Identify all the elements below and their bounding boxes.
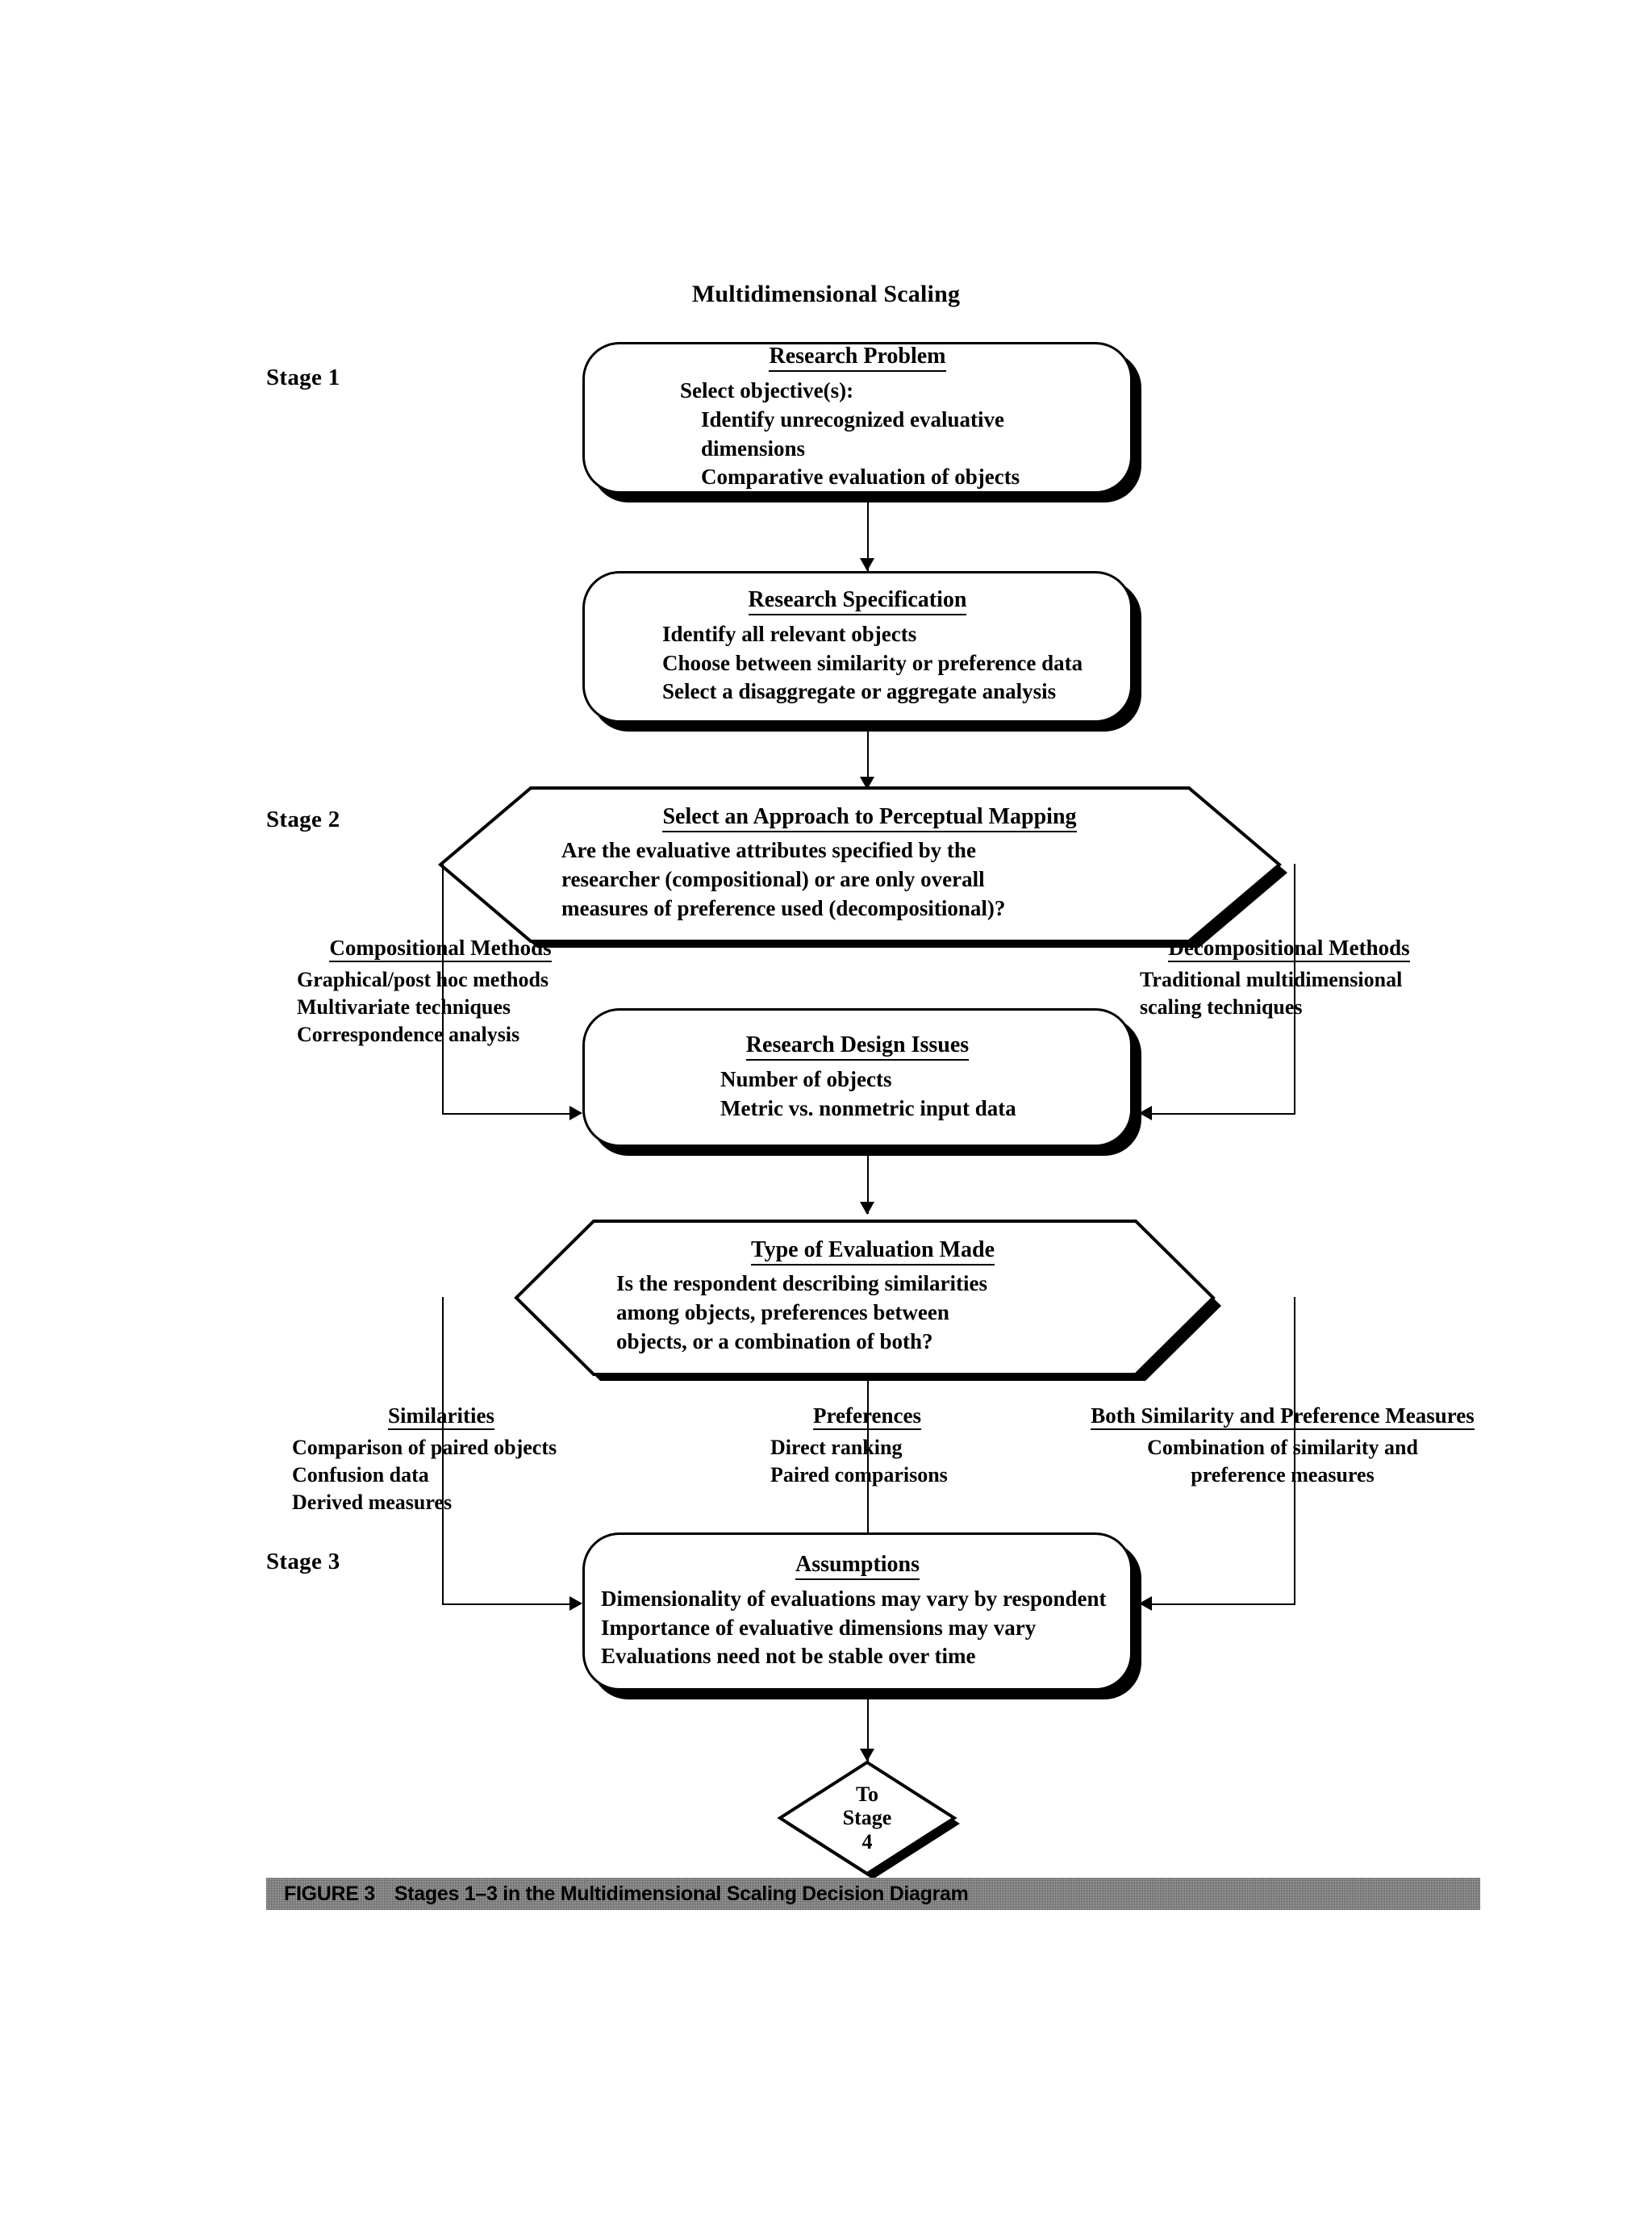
branch-similarities-lines: Comparison of paired objects Confusion d… — [292, 1434, 590, 1516]
node-to-stage-4: To Stage 4 — [776, 1760, 966, 1881]
text-line: researcher (compositional) or are only o… — [561, 867, 985, 892]
text-line: Number of objects — [720, 1066, 892, 1091]
text-line: Identify unrecognized evaluative dimensi… — [701, 407, 1004, 461]
text-line: 4 — [861, 1829, 873, 1853]
text-line: Stage — [842, 1806, 892, 1830]
node-research-specification: Research Specification Identify all rele… — [582, 571, 1133, 723]
connector-line — [442, 1297, 444, 1603]
node-research-problem-lines: Select objective(s): Identify unrecogniz… — [680, 377, 1103, 493]
node-type-of-evaluation: Type of Evaluation Made Is the responden… — [507, 1220, 1233, 1381]
diagram-title: Multidimensional Scaling — [691, 281, 961, 307]
text-line: Choose between similarity or preference … — [662, 650, 1083, 675]
arrow-down-icon — [860, 1749, 874, 1762]
text-line: Comparative evaluation of objects — [701, 465, 1020, 490]
text-line: Multivariate techniques — [297, 994, 511, 1019]
node-select-approach-title: Select an Approach to Perceptual Mapping — [534, 804, 1205, 833]
figure-number: FIGURE 3 — [284, 1882, 375, 1905]
text-line: Derived measures — [292, 1490, 453, 1514]
text-line: Select objective(s): — [680, 377, 854, 402]
connector-line — [1294, 864, 1295, 1113]
node-assumptions-title: Assumptions — [599, 1551, 1116, 1580]
branch-both-lines: Combination of similarity and preference… — [1081, 1434, 1484, 1489]
arrow-down-icon — [860, 1202, 874, 1215]
text-line: Select a disaggregate or aggregate analy… — [662, 679, 1057, 704]
connector-line — [867, 1699, 869, 1762]
text-line: Is the respondent describing similaritie… — [616, 1271, 988, 1296]
text-line: Metric vs. nonmetric input data — [720, 1095, 1016, 1120]
node-research-design-issues-title: Research Design Issues — [612, 1032, 1103, 1061]
branch-similarities: Similarities Comparison of paired object… — [292, 1403, 590, 1516]
connector-line — [867, 1156, 869, 1214]
node-research-specification-title: Research Specification — [612, 586, 1103, 615]
branch-preferences-title: Preferences — [770, 1403, 964, 1430]
figure-caption-bar: FIGURE 3 Stages 1–3 in the Multidimension… — [266, 1878, 1480, 1910]
arrow-left-icon — [1139, 1106, 1152, 1120]
stage-label-1: Stage 1 — [266, 365, 340, 390]
connector-line — [442, 1603, 576, 1605]
connector-line — [1152, 1113, 1295, 1115]
text-line: Dimensionality of evaluations may vary b… — [601, 1586, 1107, 1611]
text-line: Combination of similarity and — [1147, 1436, 1418, 1459]
branch-preferences-lines: Direct ranking Paired comparisons — [770, 1434, 964, 1489]
text-line: Paired comparisons — [770, 1462, 948, 1487]
text-line: Direct ranking — [770, 1436, 903, 1459]
text-line: Evaluations need not be stable over time — [601, 1644, 976, 1669]
text-line: Correspondence analysis — [297, 1022, 520, 1046]
figure-caption-text: Stages 1–3 in the Multidimensional Scali… — [394, 1882, 969, 1905]
branch-both-title: Both Similarity and Preference Measures — [1081, 1403, 1484, 1430]
arrow-left-icon — [1139, 1596, 1152, 1611]
text-line: Are the evaluative attributes specified … — [561, 838, 976, 863]
node-research-problem: Research Problem Select objective(s): Id… — [582, 342, 1133, 494]
connector-line — [867, 502, 869, 571]
node-research-design-issues-lines: Number of objects Metric vs. nonmetric i… — [720, 1065, 1103, 1124]
branch-decompositional-lines: Traditional multidimensional scaling tec… — [1140, 966, 1438, 1021]
node-research-specification-lines: Identify all relevant objects Choose bet… — [662, 620, 1103, 707]
text-line: Identify all relevant objects — [662, 621, 917, 646]
branch-decompositional: Decompositional Methods Traditional mult… — [1140, 936, 1438, 1021]
stage-label-3: Stage 3 — [266, 1549, 340, 1574]
node-to-stage-4-text: To Stage 4 — [776, 1760, 958, 1876]
node-select-approach-lines: Are the evaluative attributes specified … — [561, 836, 1205, 924]
stage-label-2: Stage 2 — [266, 807, 340, 832]
branch-compositional-title: Compositional Methods — [297, 936, 584, 962]
connector-line — [1294, 1297, 1295, 1603]
connector-line — [867, 732, 869, 790]
branch-compositional: Compositional Methods Graphical/post hoc… — [297, 936, 584, 1048]
text-line: Importance of evaluative dimensions may … — [601, 1615, 1037, 1640]
figure-caption: FIGURE 3 Stages 1–3 in the Multidimension… — [266, 1883, 969, 1906]
node-type-of-evaluation-title: Type of Evaluation Made — [602, 1237, 1144, 1266]
node-type-of-evaluation-lines: Is the respondent describing similaritie… — [616, 1270, 1144, 1357]
text-line: Comparison of paired objects — [292, 1436, 557, 1459]
node-research-design-issues: Research Design Issues Number of objects… — [582, 1008, 1133, 1147]
node-assumptions-lines: Dimensionality of evaluations may vary b… — [601, 1585, 1116, 1672]
connector-line — [1152, 1603, 1295, 1605]
connector-line — [867, 1373, 869, 1549]
text-line: measures of preference used (decompositi… — [561, 895, 1006, 920]
node-assumptions: Assumptions Dimensionality of evaluation… — [582, 1532, 1133, 1691]
connector-line — [442, 864, 444, 1113]
text-line: preference measures — [1191, 1462, 1375, 1487]
branch-similarities-title: Similarities — [292, 1403, 590, 1430]
branch-decompositional-title: Decompositional Methods — [1140, 936, 1438, 962]
node-select-approach: Select an Approach to Perceptual Mapping… — [436, 786, 1300, 948]
text-line: To — [856, 1783, 878, 1807]
node-research-problem-title: Research Problem — [612, 343, 1103, 372]
text-line: Graphical/post hoc methods — [297, 968, 549, 991]
arrow-right-icon — [569, 1596, 582, 1611]
connector-line — [442, 1113, 576, 1115]
text-line: Confusion data — [292, 1462, 429, 1487]
text-line: scaling techniques — [1140, 994, 1303, 1019]
branch-compositional-lines: Graphical/post hoc methods Multivariate … — [297, 966, 584, 1048]
arrow-right-icon — [569, 1106, 582, 1120]
branch-preferences: Preferences Direct ranking Paired compar… — [770, 1403, 964, 1489]
text-line: among objects, preferences between — [616, 1300, 949, 1325]
text-line: objects, or a combination of both? — [616, 1328, 933, 1353]
branch-both-similarity-preference: Both Similarity and Preference Measures … — [1081, 1403, 1484, 1489]
arrow-down-icon — [860, 558, 874, 571]
text-line: Traditional multidimensional — [1140, 968, 1403, 991]
